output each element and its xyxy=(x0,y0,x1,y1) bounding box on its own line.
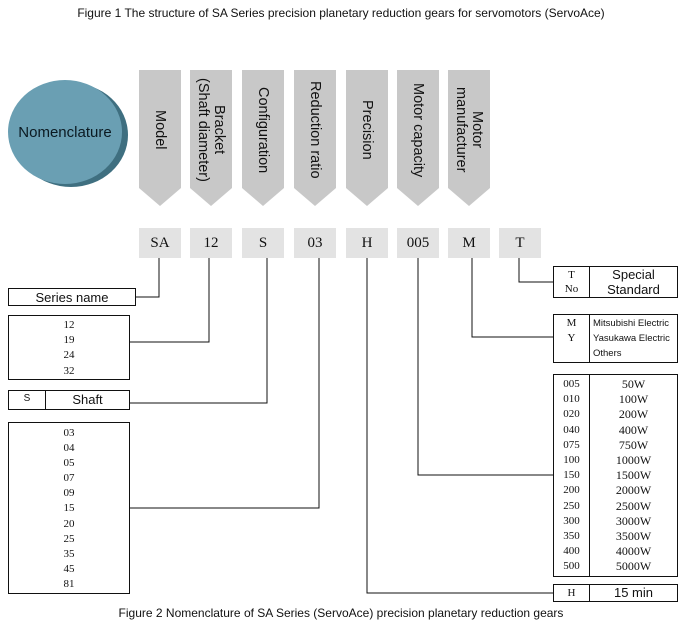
capacity-value: 2000W xyxy=(615,483,652,498)
capacity-code: 150 xyxy=(563,469,580,482)
capacity-code: 010 xyxy=(563,393,580,406)
capacity-value: 3000W xyxy=(615,513,652,528)
capacity-value: 2500W xyxy=(615,498,652,513)
series-name-box: Series name xyxy=(8,288,136,306)
capacity-code: 400 xyxy=(563,545,580,558)
capacity-value: 1000W xyxy=(615,453,652,468)
type-label: Standard xyxy=(607,282,660,297)
ratio-item: 45 xyxy=(63,562,75,575)
header-label: Bracket (Shaft diameter) xyxy=(195,78,227,182)
bracket-size-item: 32 xyxy=(63,364,75,377)
type-code: No xyxy=(564,283,579,295)
ratio-item: 05 xyxy=(63,457,75,470)
manufacturer-label: Others xyxy=(593,348,622,359)
nomenclature-label: Nomenclature xyxy=(18,123,112,141)
header-configuration: Configuration xyxy=(242,70,284,206)
bracket-size-item: 12 xyxy=(63,319,75,331)
reduction-ratios-box: 03 04 05 07 09 15 20 25 35 45 81 xyxy=(8,422,130,594)
capacity-value: 50W xyxy=(621,377,646,391)
header-precision: Precision xyxy=(346,70,388,206)
figure-2-caption: Figure 2 Nomenclature of SA Series (Serv… xyxy=(118,606,564,620)
capacity-code: 005 xyxy=(563,378,580,390)
motor-capacity-box: 005 010 020 040 075 100 150 200 250 300 … xyxy=(553,374,678,577)
code-configuration: S xyxy=(242,228,284,258)
header-bracket: Bracket (Shaft diameter) xyxy=(190,70,232,206)
header-model: Model xyxy=(139,70,181,206)
code-motor-capacity: 005 xyxy=(397,228,439,258)
capacity-value: 200W xyxy=(618,407,649,422)
configuration-box: S Shaft xyxy=(8,390,130,410)
manufacturer-code: Y xyxy=(567,332,576,344)
capacity-value: 3500W xyxy=(615,529,652,544)
ratio-item: 25 xyxy=(63,532,75,545)
configuration-code: S xyxy=(23,393,31,404)
capacity-code: 500 xyxy=(563,560,580,573)
configuration-label: Shaft xyxy=(72,392,103,407)
ratio-item: 15 xyxy=(63,502,75,515)
header-label: Reduction ratio xyxy=(307,81,323,179)
capacity-value: 400W xyxy=(618,422,649,437)
code-reduction-ratio: 03 xyxy=(294,228,336,258)
capacity-value: 5000W xyxy=(615,559,652,574)
ratio-item: 04 xyxy=(63,442,75,455)
bracket-sizes-box: 12 19 24 32 xyxy=(8,315,130,380)
ratio-item: 09 xyxy=(63,487,75,500)
manufacturer-label: Yasukawa Electric xyxy=(593,333,670,344)
capacity-code: 350 xyxy=(563,530,580,543)
code-bracket: 12 xyxy=(190,228,232,258)
capacity-code: 200 xyxy=(563,484,580,497)
type-label: Special xyxy=(612,267,655,282)
precision-label: 15 min xyxy=(613,585,654,600)
bracket-size-item: 19 xyxy=(63,334,75,347)
capacity-code: 020 xyxy=(563,408,580,421)
header-label: Motor capacity xyxy=(410,82,426,178)
header-label: Precision xyxy=(359,100,375,160)
header-label: Motor manufacturer xyxy=(453,87,485,173)
precision-code: H xyxy=(567,587,576,599)
nomenclature-badge: Nomenclature xyxy=(8,80,122,184)
manufacturer-box: M Y Mitsubishi Electric Yasukawa Electri… xyxy=(553,314,678,363)
type-box: T No Special Standard xyxy=(553,266,678,298)
code-precision: H xyxy=(346,228,388,258)
ratio-item: 03 xyxy=(63,427,75,439)
header-label: Configuration xyxy=(255,86,271,174)
capacity-code: 250 xyxy=(563,499,580,512)
capacity-code: 300 xyxy=(563,514,580,527)
capacity-value: 750W xyxy=(618,437,649,452)
code-type: T xyxy=(499,228,541,258)
precision-box: H 15 min xyxy=(553,584,678,602)
code-motor-manufacturer: M xyxy=(448,228,490,258)
capacity-code: 075 xyxy=(563,438,580,451)
manufacturer-label: Mitsubishi Electric xyxy=(593,318,670,329)
header-label: Model xyxy=(152,110,168,150)
manufacturer-code: M xyxy=(566,317,577,329)
ratio-item: 81 xyxy=(63,577,75,590)
capacity-value: 1500W xyxy=(615,468,652,483)
capacity-code: 100 xyxy=(563,454,580,467)
capacity-code: 040 xyxy=(563,423,580,436)
capacity-value: 100W xyxy=(618,392,649,407)
ratio-item: 20 xyxy=(63,517,75,530)
bracket-size-item: 24 xyxy=(63,349,75,362)
capacity-value: 4000W xyxy=(615,544,652,559)
series-name-label: Series name xyxy=(35,289,109,305)
figure-1-caption: Figure 1 The structure of SA Series prec… xyxy=(77,6,605,20)
ratio-item: 35 xyxy=(63,547,75,560)
ratio-item: 07 xyxy=(63,472,75,485)
type-code: T xyxy=(568,269,575,281)
header-motor-capacity: Motor capacity xyxy=(397,70,439,206)
code-model: SA xyxy=(139,228,181,258)
header-motor-manufacturer: Motor manufacturer xyxy=(448,70,490,206)
header-reduction-ratio: Reduction ratio xyxy=(294,70,336,206)
